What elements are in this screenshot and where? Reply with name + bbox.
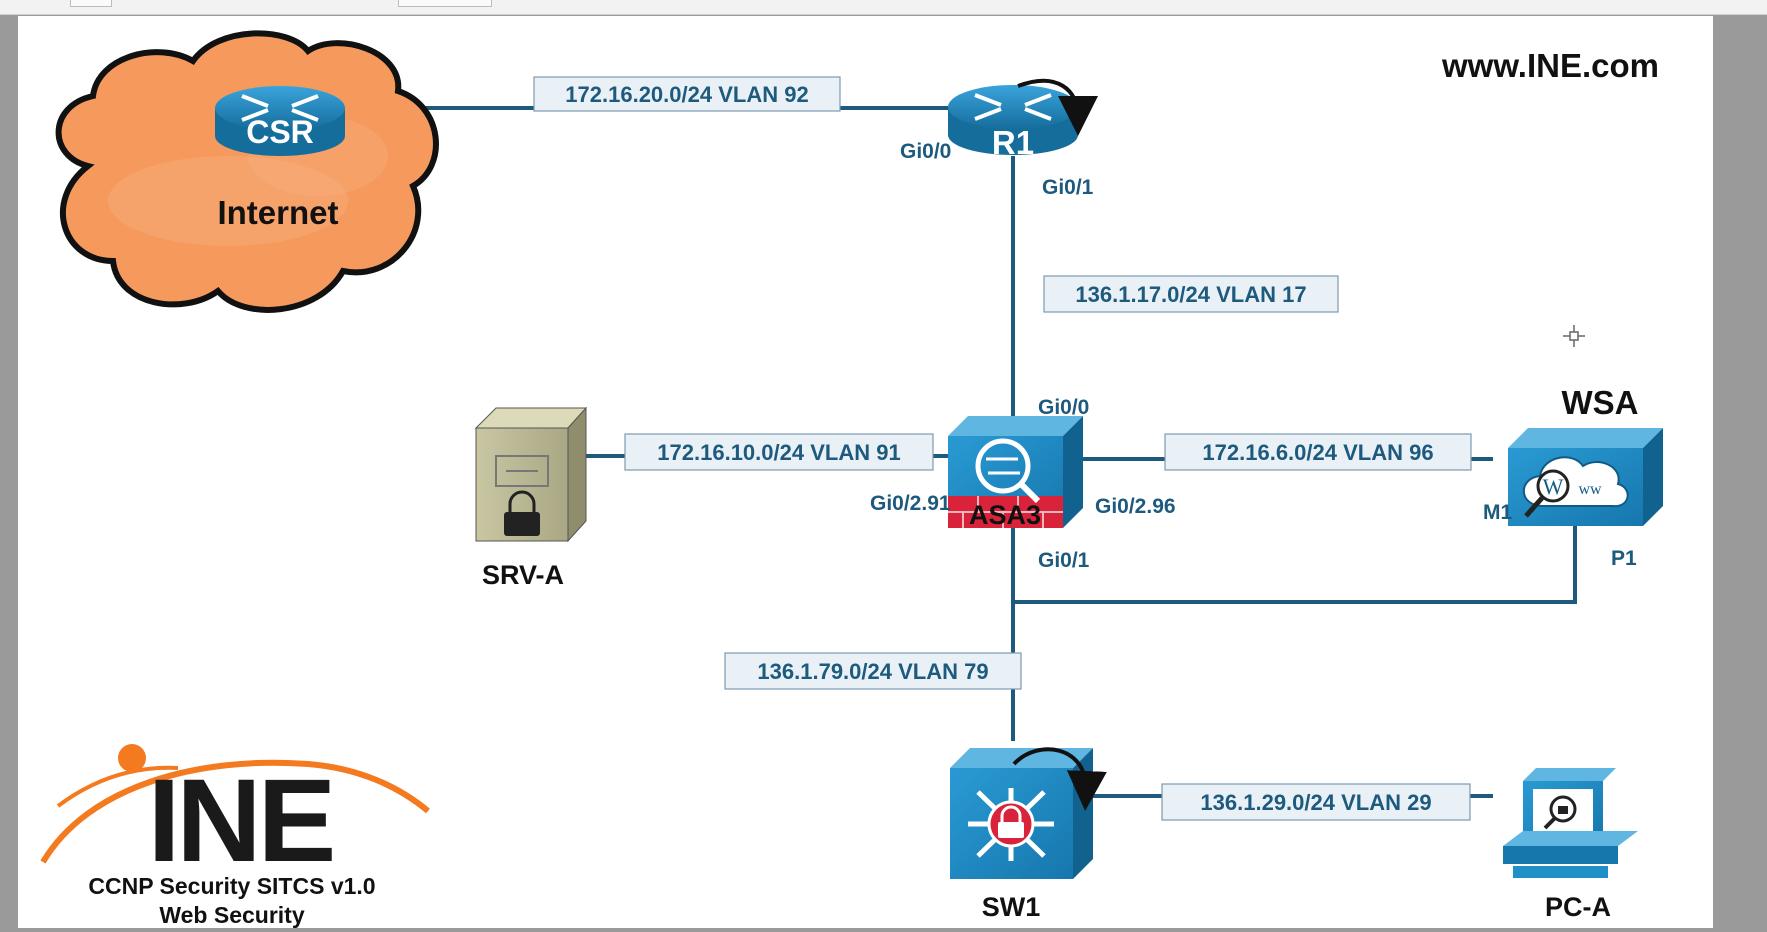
subnet-label-vlan92: 172.16.20.0/24 VLAN 92 xyxy=(533,76,841,112)
ine-logo-text: INE xyxy=(148,755,333,887)
iface-asa-gi0291: Gi0/2.91 xyxy=(870,492,951,515)
toolbar-field[interactable] xyxy=(70,0,112,7)
srv-a-label: SRV-A xyxy=(482,560,564,590)
svg-text:ww: ww xyxy=(1578,481,1602,498)
course-subtitle: Web Security xyxy=(159,902,304,928)
iface-wsa-m1: M1 xyxy=(1483,501,1512,524)
ine-logo: INE xyxy=(40,744,430,887)
csr-router-icon[interactable] xyxy=(215,86,345,156)
toolbar-zoom-field[interactable] xyxy=(398,0,492,7)
svg-text:136.1.29.0/24 VLAN 29: 136.1.29.0/24 VLAN 29 xyxy=(1200,790,1431,815)
iface-wsa-p1: P1 xyxy=(1611,547,1637,570)
svg-text:172.16.10.0/24 VLAN 91: 172.16.10.0/24 VLAN 91 xyxy=(657,440,900,465)
subnet-label-vlan79: 136.1.79.0/24 VLAN 79 xyxy=(724,652,1022,690)
subnet-label-vlan91: 172.16.10.0/24 VLAN 91 xyxy=(624,433,934,471)
svg-text:172.16.20.0/24 VLAN 92: 172.16.20.0/24 VLAN 92 xyxy=(565,82,808,107)
asa3-firewall-icon[interactable] xyxy=(948,416,1083,528)
csr-label: CSR xyxy=(246,114,314,150)
iface-r1-gi01: Gi0/1 xyxy=(1042,176,1094,199)
internet-cloud xyxy=(55,30,439,313)
r1-router-icon[interactable] xyxy=(948,85,1078,155)
r1-label: R1 xyxy=(992,124,1034,161)
iface-asa-gi0296: Gi0/2.96 xyxy=(1095,495,1176,518)
svg-text:172.16.6.0/24 VLAN 96: 172.16.6.0/24 VLAN 96 xyxy=(1202,440,1433,465)
right-margin-strip xyxy=(1698,16,1713,928)
wsa-label: WSA xyxy=(1562,384,1639,421)
internet-label: Internet xyxy=(217,194,338,231)
sw1-label: SW1 xyxy=(982,892,1041,922)
iface-r1-gi00: Gi0/0 xyxy=(900,140,951,163)
svg-text:W: W xyxy=(1543,474,1564,499)
link-wsa-p1 xyxy=(1013,506,1577,604)
sw1-switch-icon[interactable] xyxy=(950,748,1093,879)
svg-text:136.1.79.0/24 VLAN 79: 136.1.79.0/24 VLAN 79 xyxy=(757,659,988,684)
move-cursor-icon xyxy=(1563,325,1585,347)
wsa-appliance-icon[interactable]: W ww xyxy=(1508,428,1663,526)
sw1-loop-arrow-icon xyxy=(1012,747,1107,811)
pc-a-label: PC-A xyxy=(1545,892,1611,922)
r1-loop-arrow-icon xyxy=(1017,78,1098,136)
iface-asa-gi01: Gi0/1 xyxy=(1038,549,1090,572)
pc-a-computer-icon[interactable] xyxy=(1503,768,1638,878)
course-title: CCNP Security SITCS v1.0 xyxy=(88,873,375,899)
subnet-label-vlan96: 172.16.6.0/24 VLAN 96 xyxy=(1164,433,1472,471)
slide-canvas: CSR Internet R1 ASA3 xyxy=(18,16,1698,928)
site-url: www.INE.com xyxy=(1441,47,1659,84)
asa3-label: ASA3 xyxy=(969,500,1041,530)
subnet-label-vlan17: 136.1.17.0/24 VLAN 17 xyxy=(1043,275,1339,313)
svg-text:136.1.17.0/24 VLAN 17: 136.1.17.0/24 VLAN 17 xyxy=(1075,282,1306,307)
iface-asa-gi00: Gi0/0 xyxy=(1038,396,1089,419)
viewer-toolbar xyxy=(0,0,1767,15)
subnet-label-vlan29: 136.1.29.0/24 VLAN 29 xyxy=(1161,783,1471,821)
srv-a-server-icon[interactable] xyxy=(474,406,588,543)
